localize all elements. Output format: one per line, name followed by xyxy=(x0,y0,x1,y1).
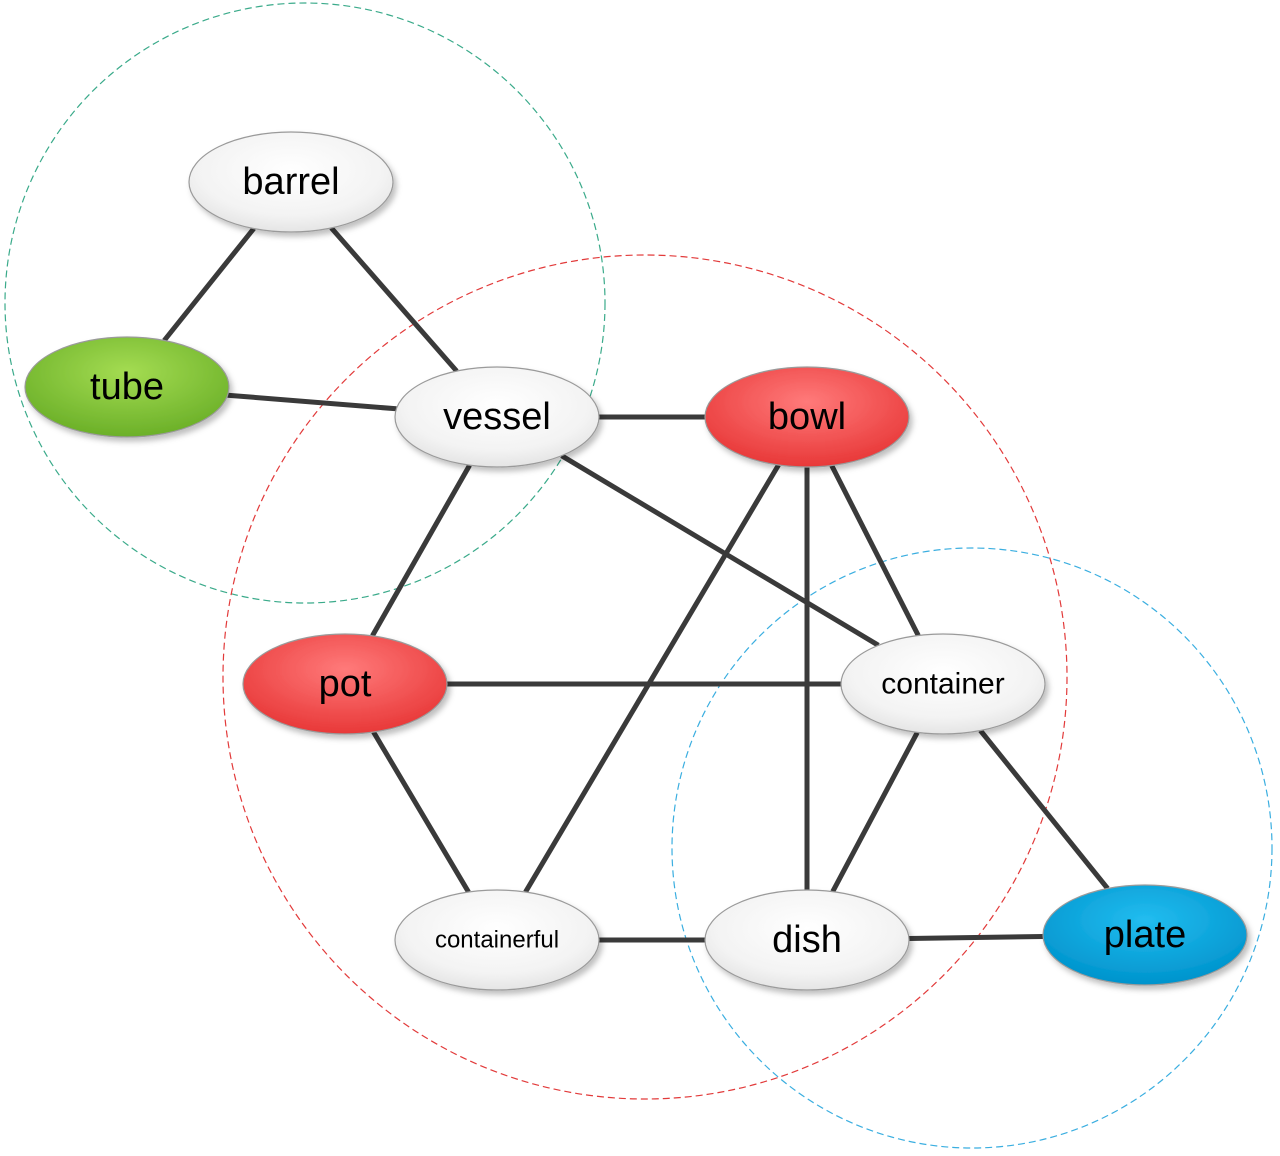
node-vessel-ellipse xyxy=(394,366,600,468)
edge-container-dish xyxy=(830,731,920,893)
node-vessel-label: vessel xyxy=(443,396,551,438)
node-bowl-ellipse xyxy=(704,366,910,468)
edge-tube-vessel xyxy=(227,392,397,412)
node-dish: dish xyxy=(704,889,910,991)
edge-vessel-pot xyxy=(370,463,472,638)
node-tube-ellipse xyxy=(24,336,230,438)
node-vessel: vessel xyxy=(394,366,600,468)
edge-barrel-vessel xyxy=(329,226,459,373)
edge-bowl-container xyxy=(829,464,921,637)
edge-container-plate xyxy=(978,728,1110,891)
node-container-label: container xyxy=(881,668,1004,701)
node-container-ellipse xyxy=(840,633,1046,735)
node-plate-label: plate xyxy=(1104,914,1186,956)
node-bowl: bowl xyxy=(704,366,910,468)
node-containerful-label: containerful xyxy=(435,927,559,954)
edge-pot-containerful xyxy=(371,730,471,894)
node-barrel-ellipse xyxy=(188,131,394,233)
edge-dish-plate xyxy=(908,934,1044,941)
node-barrel: barrel xyxy=(188,131,394,233)
node-container: container xyxy=(840,633,1046,735)
node-barrel-label: barrel xyxy=(242,161,339,203)
cluster-circles xyxy=(4,2,1273,1149)
node-tube-label: tube xyxy=(90,366,164,408)
nodes: barrel tube vessel bowl pot container containe… xyxy=(24,131,1248,991)
edge-barrel-tube xyxy=(162,226,256,343)
node-pot-label: pot xyxy=(319,663,372,705)
edges xyxy=(162,226,1110,943)
node-dish-ellipse xyxy=(704,889,910,991)
cluster-green-circle xyxy=(4,2,606,604)
node-plate-ellipse xyxy=(1042,884,1248,986)
node-pot-ellipse xyxy=(242,633,448,735)
node-pot: pot xyxy=(242,633,448,735)
node-tube: tube xyxy=(24,336,230,438)
edge-bowl-containerful xyxy=(523,463,781,894)
node-bowl-label: bowl xyxy=(768,396,846,438)
cluster-red-circle xyxy=(222,254,1068,1100)
node-dish-label: dish xyxy=(772,919,842,961)
node-containerful: containerful xyxy=(394,889,600,991)
node-plate: plate xyxy=(1042,884,1248,986)
cluster-blue-circle xyxy=(671,547,1273,1149)
node-containerful-ellipse xyxy=(394,889,600,991)
edge-vessel-container xyxy=(560,453,880,648)
